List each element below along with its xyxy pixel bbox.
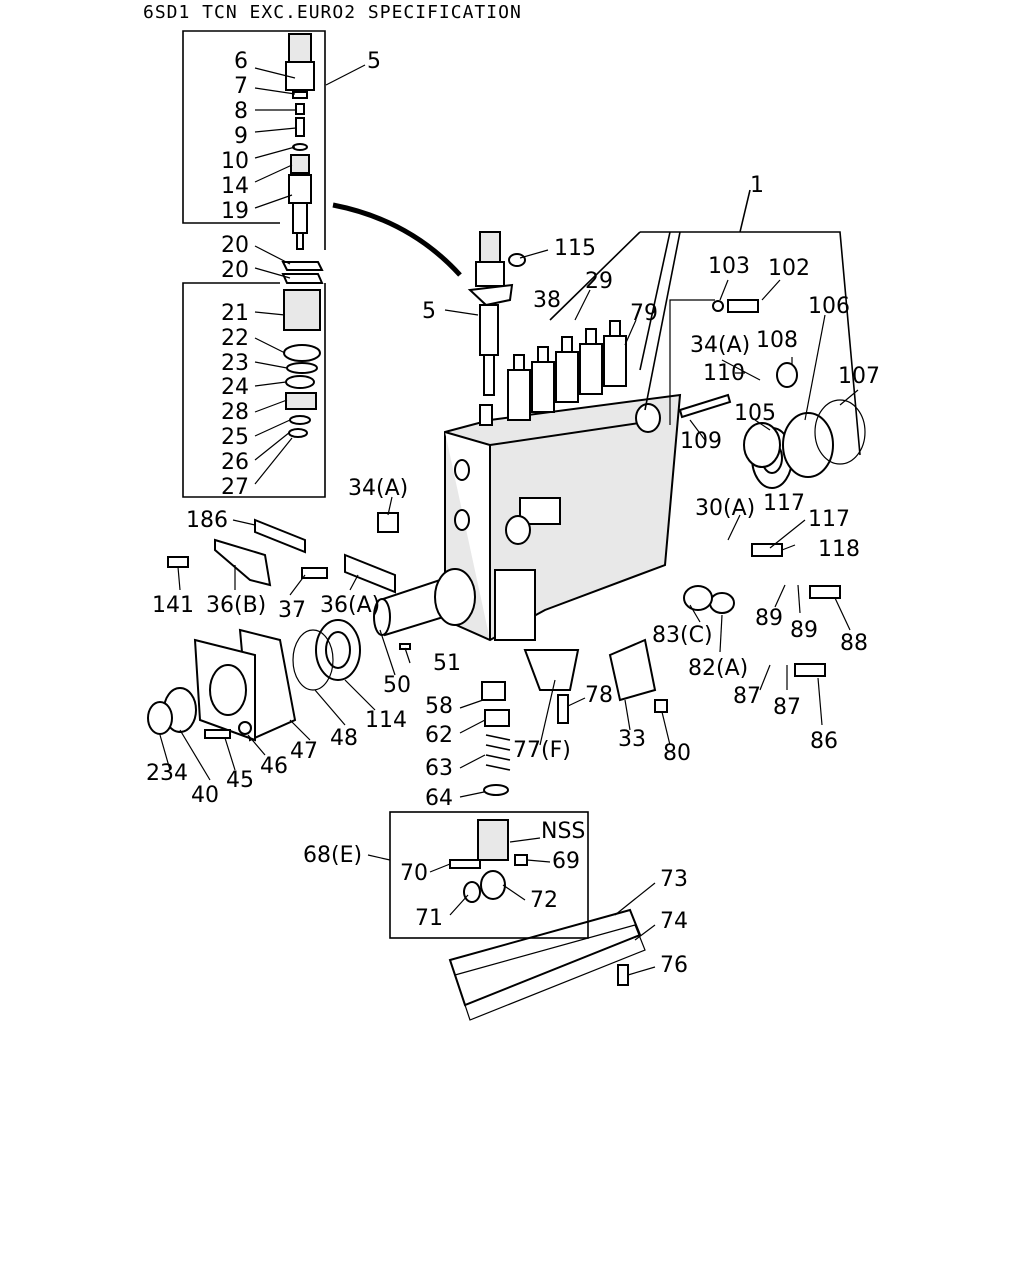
- diagram-title: 6SD1 TCN EXC.EURO2 SPECIFICATION: [143, 2, 522, 23]
- callout-77f: 77(F): [513, 738, 571, 763]
- assembly-frame-68e: [389, 811, 589, 939]
- callout-34a-left: 34(A): [348, 476, 408, 501]
- callout-106: 106: [808, 294, 850, 319]
- callout-5-pump: 5: [422, 299, 436, 324]
- callout-76: 76: [660, 953, 688, 978]
- callout-70: 70: [400, 861, 428, 886]
- callout-24: 24: [221, 375, 249, 400]
- rear-parts: [608, 299, 866, 713]
- callout-23: 23: [221, 351, 249, 376]
- callout-63: 63: [425, 756, 453, 781]
- callout-20: 20: [221, 233, 249, 258]
- callout-25: 25: [221, 425, 249, 450]
- lower-parts: [448, 649, 646, 1021]
- callout-89: 89: [790, 618, 818, 643]
- callout-14: 14: [221, 174, 249, 199]
- detail-pointer-arrow: [332, 202, 462, 277]
- callout-19: 19: [221, 199, 249, 224]
- callout-21: 21: [221, 301, 249, 326]
- callout-29: 29: [585, 269, 613, 294]
- callout-105: 105: [734, 401, 776, 426]
- callout-5: 5: [367, 49, 381, 74]
- pump-housing: [444, 320, 682, 642]
- injector-detail-frame: [182, 30, 326, 498]
- callout-30a: 30(A): [695, 496, 755, 521]
- callout-64: 64: [425, 786, 453, 811]
- callout-1: 1: [750, 173, 764, 198]
- callout-73: 73: [660, 867, 688, 892]
- callout-nss: NSS: [541, 819, 585, 844]
- callout-7: 7: [234, 74, 248, 99]
- callout-78: 78: [585, 683, 613, 708]
- callout-37: 37: [278, 598, 306, 623]
- injector-parts: [281, 33, 324, 438]
- callout-34a-right: 34(A): [690, 333, 750, 358]
- cover-plates: [167, 512, 399, 594]
- callout-71: 71: [415, 906, 443, 931]
- callout-114: 114: [365, 708, 407, 733]
- callout-58: 58: [425, 694, 453, 719]
- callout-22: 22: [221, 326, 249, 351]
- callout-234: 234: [146, 761, 188, 786]
- callout-118: 118: [818, 537, 860, 562]
- drive-shaft-parts: [147, 568, 476, 742]
- callout-6: 6: [234, 49, 248, 74]
- callout-50: 50: [383, 673, 411, 698]
- callout-86: 86: [810, 729, 838, 754]
- callout-108: 108: [756, 328, 798, 353]
- callout-88: 88: [840, 631, 868, 656]
- assembly-bracket-1: [640, 231, 861, 456]
- callout-102: 102: [768, 256, 810, 281]
- callout-27: 27: [221, 475, 249, 500]
- callout-40: 40: [191, 783, 219, 808]
- callout-10: 10: [221, 149, 249, 174]
- callout-69: 69: [552, 849, 580, 874]
- callout-48: 48: [330, 726, 358, 751]
- callout-51: 51: [433, 651, 461, 676]
- callout-87: 87: [773, 695, 801, 720]
- callout-186: 186: [186, 508, 228, 533]
- callout-20: 20: [221, 258, 249, 283]
- callout-103: 103: [708, 254, 750, 279]
- callout-47: 47: [290, 739, 318, 764]
- callout-79: 79: [630, 301, 658, 326]
- callout-26: 26: [221, 450, 249, 475]
- callout-74: 74: [660, 909, 688, 934]
- callout-82a: 82(A): [688, 656, 748, 681]
- callout-46: 46: [260, 754, 288, 779]
- callout-87: 87: [733, 684, 761, 709]
- callout-33: 33: [618, 727, 646, 752]
- callout-110: 110: [703, 361, 745, 386]
- callout-89: 89: [755, 606, 783, 631]
- callout-72: 72: [530, 888, 558, 913]
- callout-labels: 1 5 6 7 8 9 10 14 19 20 20 21 22 23 24 2…: [146, 49, 880, 978]
- callout-68e: 68(E): [303, 843, 362, 868]
- pump-injector: [467, 231, 526, 426]
- callout-80: 80: [663, 741, 691, 766]
- callout-9: 9: [234, 124, 248, 149]
- callout-28: 28: [221, 400, 249, 425]
- callout-36a: 36(A): [320, 593, 380, 618]
- callout-83c: 83(C): [652, 623, 713, 648]
- callout-8: 8: [234, 99, 248, 124]
- callout-107: 107: [838, 364, 880, 389]
- leader-lines: [159, 64, 859, 976]
- callout-109: 109: [680, 429, 722, 454]
- callout-117: 117: [763, 491, 805, 516]
- callout-45: 45: [226, 768, 254, 793]
- callout-36b: 36(B): [206, 593, 266, 618]
- callout-117: 117: [808, 507, 850, 532]
- callout-141: 141: [152, 593, 194, 618]
- callout-115: 115: [554, 236, 596, 261]
- callout-62: 62: [425, 723, 453, 748]
- callout-38: 38: [533, 288, 561, 313]
